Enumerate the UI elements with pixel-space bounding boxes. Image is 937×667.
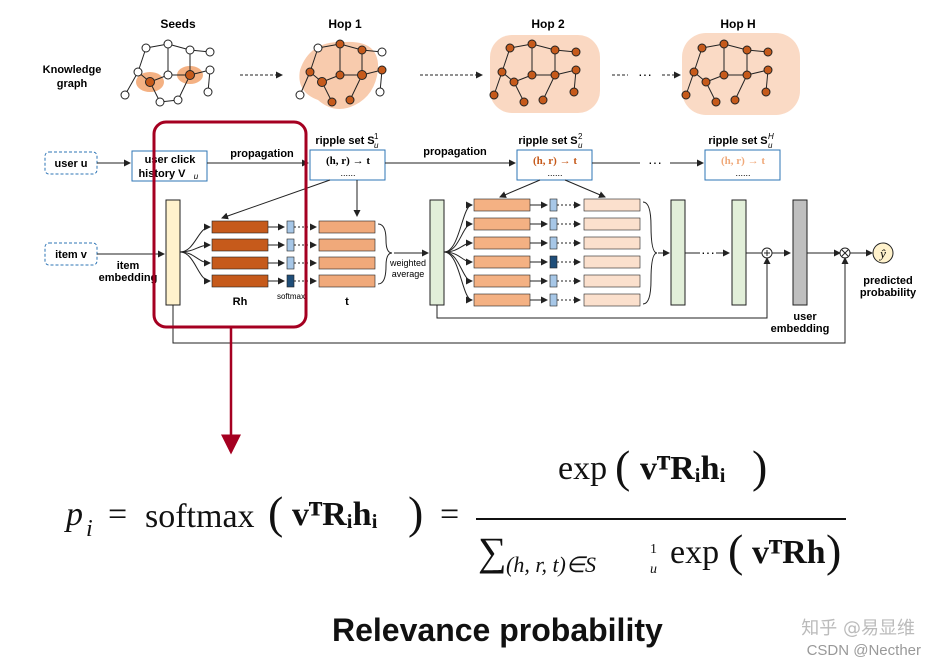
graph-seeds bbox=[120, 39, 215, 107]
ripplenet-diagram: Knowledge graph Seeds Hop 1 Hop 2 Hop H bbox=[43, 17, 917, 455]
bottom-ellipsis: ··· bbox=[701, 244, 715, 260]
hop1-title: Hop 1 bbox=[328, 17, 362, 31]
item-embedding-bar bbox=[165, 199, 181, 306]
formula-den-sub-sub: u bbox=[650, 562, 657, 577]
propagation-label-1: propagation bbox=[230, 148, 294, 160]
ripple-set-2-sup: 2 bbox=[578, 132, 583, 141]
formula-rparen-3: ) bbox=[826, 525, 842, 576]
user-click-history-label: history V bbox=[138, 168, 186, 180]
ripple2-to-rh-arrow bbox=[499, 179, 541, 198]
user-embedding-label-2: embedding bbox=[771, 323, 830, 335]
formula-eq-2: = bbox=[440, 496, 460, 533]
ripple-set-H-hrt: (h, r) → t bbox=[721, 155, 765, 167]
graph-hop2 bbox=[489, 35, 600, 113]
ripple-set-2-label: ripple set S bbox=[518, 135, 577, 147]
formula-lparen-3: ( bbox=[728, 525, 744, 576]
ripple-set-H-sub: u bbox=[768, 141, 773, 150]
formula-lparen-1: ( bbox=[268, 487, 284, 538]
hop2-output-bar bbox=[670, 199, 686, 306]
formula-den-sub: (h, r, t)∈S bbox=[506, 552, 597, 577]
watermark-zhihu: 知乎 @易显维 bbox=[801, 618, 915, 639]
graph-hopH bbox=[681, 33, 800, 115]
user-click-history-box bbox=[131, 150, 208, 182]
ripple-set-1-sup: 1 bbox=[374, 132, 379, 141]
predicted-label-1: predicted bbox=[863, 275, 913, 287]
ripple-set-1-dots: ...... bbox=[340, 168, 355, 178]
ripple-set-H-box bbox=[704, 149, 781, 181]
caption: Relevance probability bbox=[332, 612, 663, 648]
formula-den-arg: vᵀRh bbox=[752, 534, 826, 571]
formula-lhs-sub: i bbox=[86, 516, 93, 542]
hop2-branch-6 bbox=[443, 251, 473, 304]
seeds-title: Seeds bbox=[160, 17, 196, 31]
formula-den-sum: ∑ bbox=[478, 529, 507, 574]
average-label: average bbox=[392, 269, 425, 279]
item-embedding-label-1: item bbox=[117, 260, 140, 272]
item-to-product-line bbox=[172, 257, 849, 344]
hop1-rh-block bbox=[211, 220, 393, 288]
hop1-output-bar bbox=[429, 199, 445, 306]
formula-lhs: p bbox=[66, 496, 83, 533]
formula-lparen-2: ( bbox=[615, 441, 631, 492]
hop-ellipsis: ··· bbox=[638, 66, 652, 82]
weighted-label: weighted bbox=[389, 258, 426, 268]
item-branch-1 bbox=[179, 223, 211, 253]
ripple-set-H-sup: H bbox=[768, 132, 774, 141]
hop2-title: Hop 2 bbox=[531, 17, 565, 31]
hopH-title: Hop H bbox=[720, 17, 755, 31]
formula-den-exp: exp bbox=[670, 534, 720, 571]
user-embedding-label-1: user bbox=[793, 311, 817, 323]
formula-num-arg: vᵀRᵢhᵢ bbox=[640, 450, 726, 487]
ripple-set-1-label: ripple set S bbox=[315, 135, 374, 147]
knowledge-graph-label-2: graph bbox=[57, 78, 88, 90]
softmax-label: softmax bbox=[277, 292, 305, 301]
formula-num-exp: exp bbox=[558, 450, 608, 487]
formula-arg: vᵀRᵢhᵢ bbox=[292, 496, 378, 533]
formula-softmax: softmax bbox=[145, 498, 255, 535]
formula-rparen-1: ) bbox=[408, 487, 424, 538]
middle-ellipsis: ··· bbox=[648, 154, 662, 170]
predicted-label-2: probability bbox=[860, 287, 917, 299]
t-label: t bbox=[345, 296, 349, 308]
ripple-set-2-sub: u bbox=[578, 141, 583, 150]
ripple1-to-rh-arrow bbox=[221, 179, 331, 220]
item-embedding-label-2: embedding bbox=[99, 272, 158, 284]
ripple-set-2-box bbox=[516, 149, 593, 181]
user-u-label: user u bbox=[54, 158, 87, 170]
hopH-output-bar bbox=[731, 199, 747, 306]
y-hat-node bbox=[872, 242, 894, 264]
propagation-label-2: propagation bbox=[423, 146, 487, 158]
hop2-rh-block bbox=[473, 198, 670, 307]
ripple-set-2-dots: ...... bbox=[547, 168, 562, 178]
user-embedding-bar bbox=[792, 199, 808, 306]
user-click-label: user click bbox=[145, 154, 197, 166]
item-branch-3 bbox=[179, 251, 211, 267]
rh-label: Rh bbox=[233, 296, 248, 308]
item-v-label: item v bbox=[55, 249, 88, 261]
ripple-set-1-hrt: (h, r) → t bbox=[326, 155, 370, 167]
ripple2-to-t-arrow bbox=[564, 179, 606, 198]
hop-to-sum-line bbox=[436, 257, 771, 319]
formula-den-sub-sup: 1 bbox=[650, 542, 657, 557]
ripple-set-H-label: ripple set S bbox=[708, 135, 767, 147]
formula-eq-1: = bbox=[108, 496, 128, 533]
y-hat-label: ŷ bbox=[878, 246, 886, 261]
ripple-set-1-sub: u bbox=[374, 141, 379, 150]
ripple-set-H-dots: ...... bbox=[735, 168, 750, 178]
user-click-sub: u bbox=[194, 172, 199, 181]
ripple-set-1-box bbox=[309, 149, 386, 181]
hop2-branch-1 bbox=[443, 201, 473, 253]
knowledge-graph-label: Knowledge bbox=[43, 64, 102, 76]
formula-fraction-bar bbox=[476, 518, 846, 520]
ripple-set-2-hrt: (h, r) → t bbox=[533, 155, 577, 167]
watermark-csdn: CSDN @Necther bbox=[806, 642, 921, 659]
hop2-branch-5 bbox=[443, 251, 473, 285]
hop2-branch-2 bbox=[443, 220, 473, 253]
formula-rparen-2: ) bbox=[752, 441, 768, 492]
graph-hop1 bbox=[295, 39, 387, 109]
item-branch-4 bbox=[179, 251, 211, 285]
